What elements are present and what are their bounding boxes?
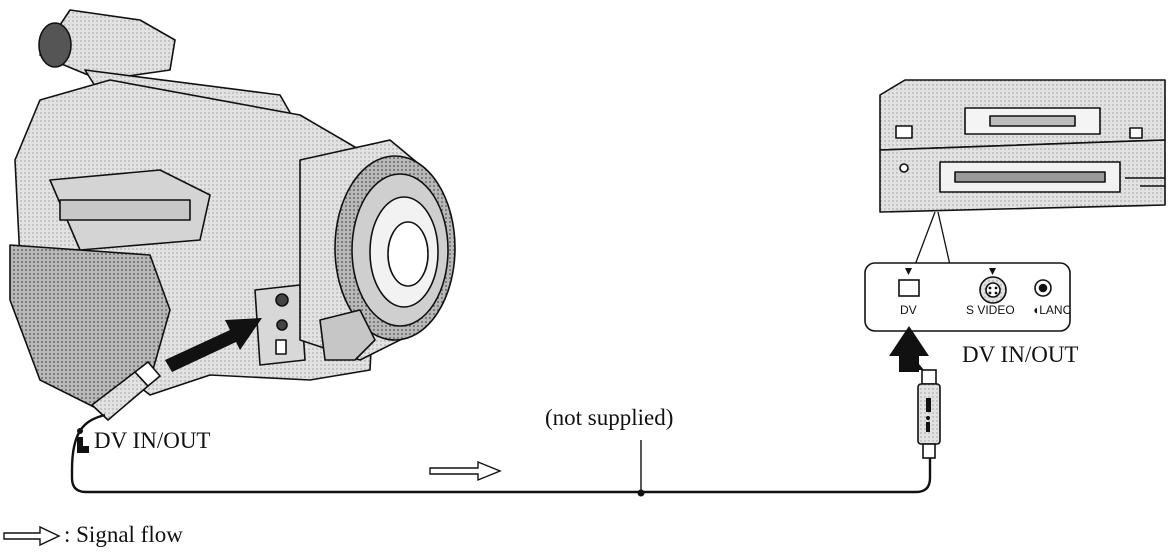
deck-port-label: DV IN/OUT (962, 342, 1078, 368)
lanc-jack-label: ◖LANC (1032, 303, 1071, 317)
panel-callout-lines (915, 212, 950, 265)
dv-jack-label: DV (900, 303, 917, 317)
svideo-jack-label: S VIDEO (966, 303, 1015, 317)
vcr-deck-icon (880, 80, 1165, 212)
cable-note-label: (not supplied) (545, 405, 673, 431)
cable-note-dot (638, 490, 645, 497)
lanc-jack-text: LANC (1039, 303, 1071, 317)
camcorder-port-label: DV IN/OUT (94, 428, 210, 454)
camcorder-icon (10, 10, 455, 410)
i-link-icon (77, 428, 89, 453)
legend-label: : Signal flow (64, 522, 183, 548)
insert-arrow-deck-icon (889, 326, 929, 372)
legend-arrow-icon (4, 527, 59, 545)
dv-jack-icon (899, 280, 919, 296)
signal-flow-arrow-icon (430, 462, 500, 480)
deck-plug-icon (918, 370, 940, 458)
jack-panel (865, 263, 1070, 331)
deck-i-link-icon (926, 416, 930, 432)
